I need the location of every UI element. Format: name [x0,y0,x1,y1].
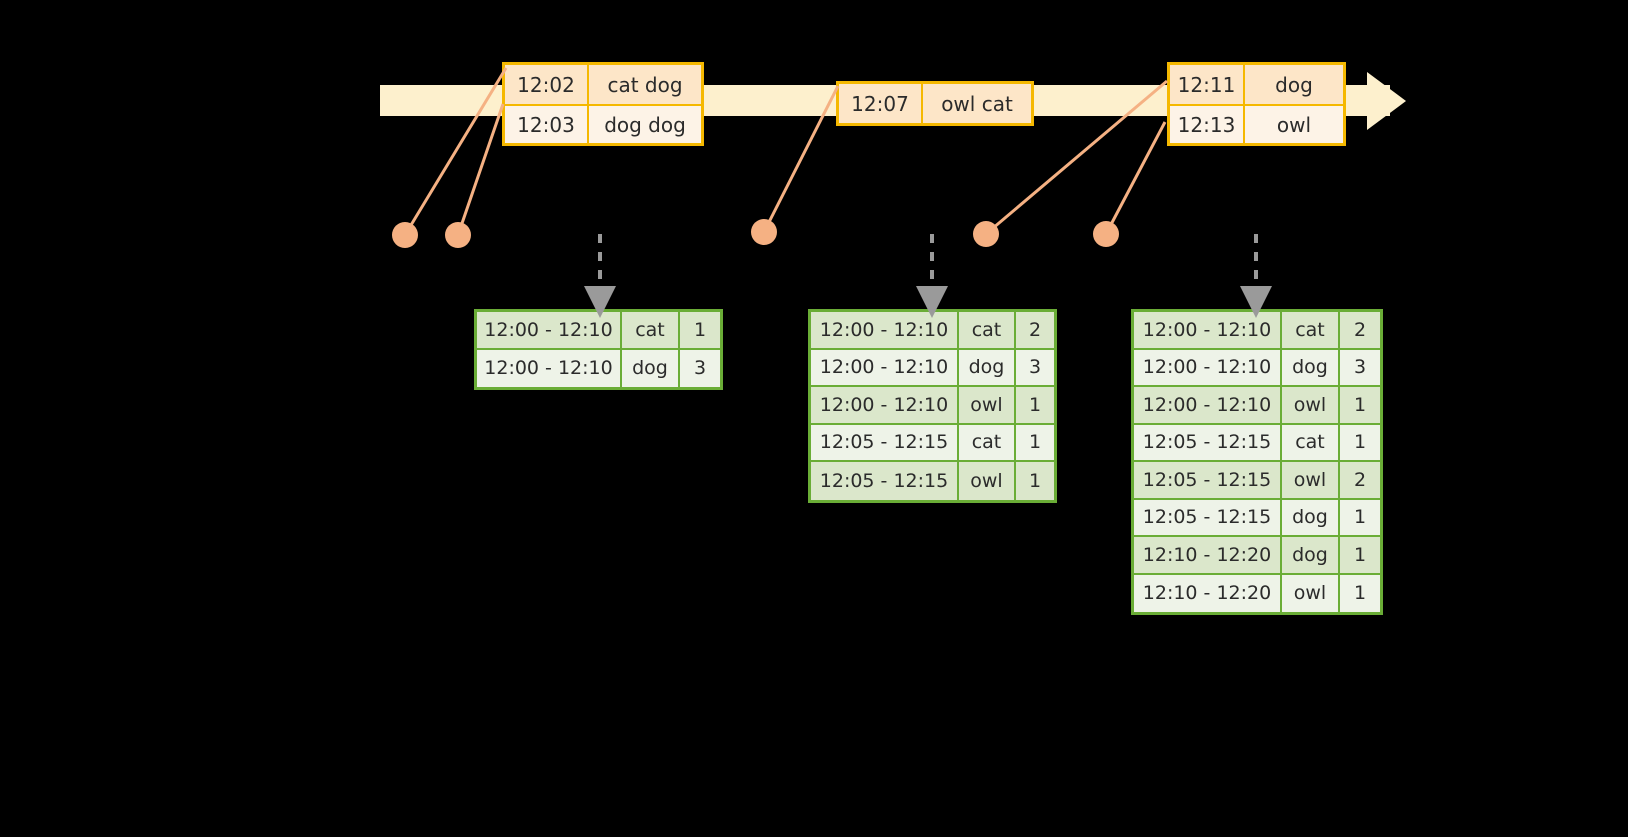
table-cell-word: cat [959,312,1016,350]
table-cell-count: 1 [1016,387,1054,425]
table-cell-word: owl [1282,462,1340,500]
table-cell-count: 1 [1016,424,1054,462]
table-cell-word: cat [622,312,680,350]
table-cell-count: 3 [1340,349,1380,387]
table-cell-word: dog [1282,537,1340,575]
table-cell-window: 12:00 - 12:10 [1134,387,1282,425]
table-cell-window: 12:05 - 12:15 [811,462,959,500]
table-cell-count: 3 [1016,349,1054,387]
table-cell-window: 12:00 - 12:10 [811,312,959,350]
table-cell-window: 12:00 - 12:10 [477,349,622,387]
table-cell-word: dog [1282,499,1340,537]
table-cell-window: 12:10 - 12:20 [1134,537,1282,575]
event-time: 12:11 [1170,65,1245,104]
table-cell-count: 3 [680,349,720,387]
table-cell-count: 1 [1016,462,1054,500]
table-cell-word: owl [1282,387,1340,425]
event-dot [445,222,471,248]
table-cell-word: owl [1282,574,1340,612]
table-cell-word: owl [959,387,1016,425]
leader-line [456,103,505,236]
event-dots-group [392,219,1119,248]
table-cell-count: 1 [1340,387,1380,425]
dashed-arrows-group [584,234,1272,318]
event-dot [392,222,418,248]
event-time: 12:07 [839,84,923,123]
event-time: 12:02 [505,65,589,104]
table-cell-count: 1 [680,312,720,350]
table-cell-count: 1 [1340,424,1380,462]
table-cell-count: 2 [1340,312,1380,350]
timeline-arrowhead-icon [1367,72,1406,130]
table-cell-window: 12:05 - 12:15 [1134,499,1282,537]
table-cell-count: 1 [1340,537,1380,575]
table-cell-word: dog [1282,349,1340,387]
table-cell-window: 12:00 - 12:10 [1134,349,1282,387]
table-cell-count: 1 [1340,499,1380,537]
table-cell-window: 12:00 - 12:10 [811,387,959,425]
table-cell-window: 12:10 - 12:20 [1134,574,1282,612]
table-cell-word: cat [1282,312,1340,350]
table-cell-count: 2 [1016,312,1054,350]
event-words: dog [1245,65,1343,104]
leader-line [1104,121,1167,235]
table-cell-word: dog [959,349,1016,387]
event-dot [751,219,777,245]
table-cell-window: 12:00 - 12:10 [1134,312,1282,350]
table-cell-count: 2 [1340,462,1380,500]
table-cell-window: 12:05 - 12:15 [811,424,959,462]
event-words: cat dog [589,65,701,104]
table-cell-word: cat [959,424,1016,462]
table-cell-window: 12:05 - 12:15 [1134,424,1282,462]
event-dot [1093,221,1119,247]
event-time: 12:03 [505,106,589,143]
table-cell-count: 1 [1340,574,1380,612]
table-cell-word: cat [1282,424,1340,462]
table-cell-window: 12:05 - 12:15 [1134,462,1282,500]
event-words: owl [1245,106,1343,143]
table-cell-word: owl [959,462,1016,500]
table-cell-window: 12:00 - 12:10 [477,312,622,350]
table-cell-word: dog [622,349,680,387]
event-dot [973,221,999,247]
event-time: 12:13 [1170,106,1245,143]
event-words: dog dog [589,106,701,143]
event-words: owl cat [923,84,1031,123]
table-cell-window: 12:00 - 12:10 [811,349,959,387]
